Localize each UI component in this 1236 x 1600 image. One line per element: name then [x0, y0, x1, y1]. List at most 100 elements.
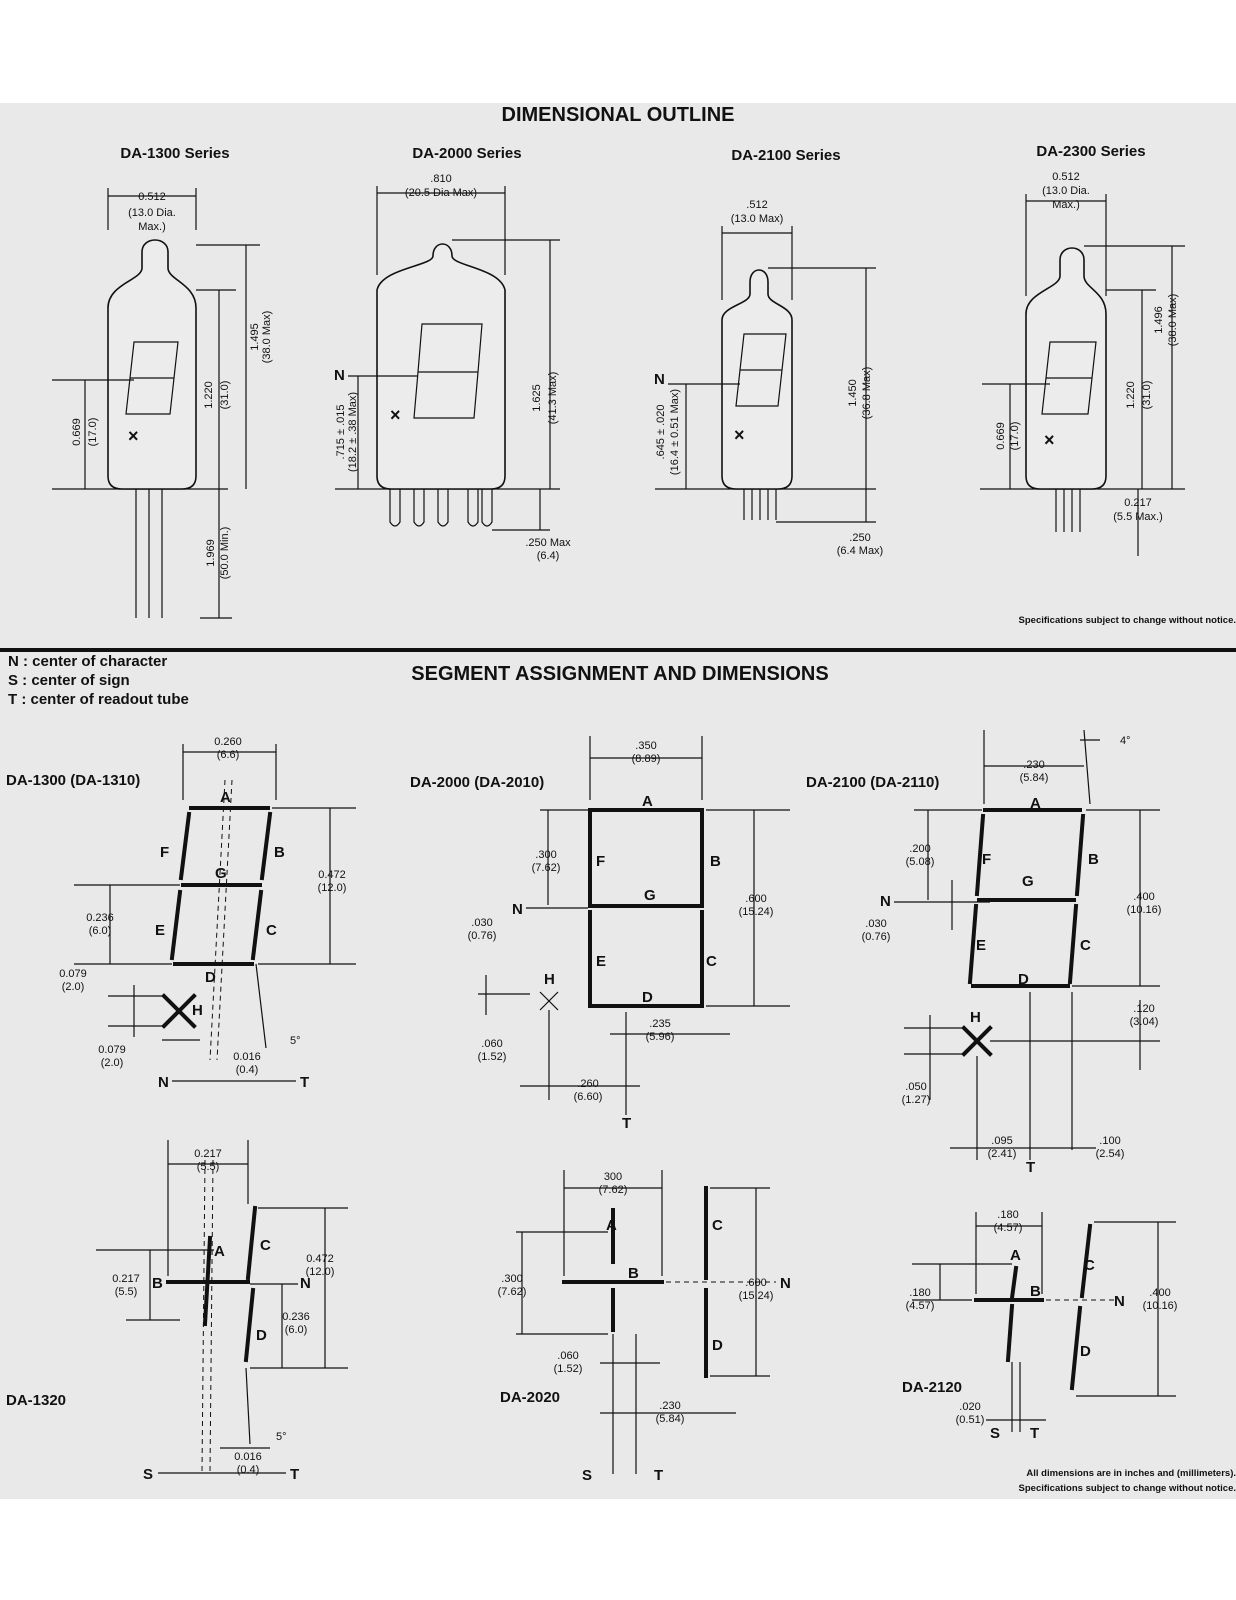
d2100-width-mm: (5.84) [1020, 772, 1049, 784]
da2300-width-mm: (13.0 Dia. [1042, 185, 1090, 197]
seg-label-d: D [1018, 971, 1029, 988]
d2120-height: .400 [1149, 1287, 1170, 1299]
d2020-half: .300 [501, 1273, 522, 1285]
d2100-half: .200 [909, 843, 930, 855]
da2300-body-mm: (31.0) [1141, 381, 1153, 410]
da1300-leads-mm: (50.0 Min.) [219, 527, 231, 580]
seg-label-c: C [1084, 1257, 1095, 1274]
seg-label-b: B [628, 1265, 639, 1282]
d2120-st-mm: (0.51) [956, 1414, 985, 1426]
d2100-half-mm: (5.08) [906, 856, 935, 868]
d2020-n-label: N [780, 1275, 791, 1292]
d2100-hy-mm: (3.04) [1130, 1016, 1159, 1028]
decimal-point-mark: × [734, 425, 745, 445]
d1300-hx-mm: (2.0) [101, 1057, 124, 1069]
da2300-height-mm: (38.0 Max) [1167, 294, 1179, 347]
series-label-da2100: DA-2100 Series [731, 147, 840, 164]
seg-label-b: B [1030, 1283, 1041, 1300]
da1300-tube: × [107, 239, 197, 618]
da2100-height-mm: (36.8 Max) [861, 367, 873, 420]
d1300-width: 0.260 [214, 736, 242, 748]
da1300-body-value: 1.220 [203, 381, 215, 409]
d2000-ht: .260 [577, 1078, 598, 1090]
d2000-gap: .030 [471, 917, 492, 929]
dimensional-outline-title: DIMENSIONAL OUTLINE [502, 104, 735, 126]
d2120-half: .180 [909, 1287, 930, 1299]
series-label-da1300: DA-1300 Series [120, 145, 229, 162]
seg-label-a: A [220, 789, 231, 806]
d2020-t-label: T [654, 1467, 663, 1484]
da2000-pins-mm: (6.4) [537, 550, 560, 562]
decimal-point-mark: × [1044, 430, 1055, 450]
d1320-width-mm: (5.5) [197, 1161, 220, 1173]
da2300-body-value: 1.220 [1125, 381, 1137, 409]
da2300-pins-mm: (5.5 Max.) [1113, 511, 1163, 523]
d2100-width: .230 [1023, 759, 1044, 771]
d2020-gap: .060 [557, 1350, 578, 1362]
legend-s: S : center of sign [8, 672, 130, 689]
da2100-segments [961, 808, 1086, 1057]
d2100-hx-mm: (1.27) [902, 1094, 931, 1106]
decimal-point-mark: × [128, 426, 139, 446]
da2300-width-max: Max.) [1052, 199, 1080, 211]
d1300-n-label: N [158, 1074, 169, 1091]
seg-label-c: C [266, 922, 277, 939]
d1300-off-mm: (0.4) [236, 1064, 259, 1076]
d1300-hy-mm: (2.0) [62, 981, 85, 993]
seg-label-d: D [642, 989, 653, 1006]
seg-label-h: H [192, 1002, 203, 1019]
seg-label-g: G [215, 865, 227, 882]
d2120-width-mm: (4.57) [994, 1222, 1023, 1234]
da2100-width-mm: (13.0 Max) [731, 213, 784, 225]
d1300-half-mm: (6.0) [89, 925, 112, 937]
d2100-t-label: T [1026, 1159, 1035, 1176]
group-label-da2120: DA-2120 [902, 1379, 962, 1396]
seg-label-h: H [970, 1009, 981, 1026]
d2020-s-label: S [582, 1467, 592, 1484]
da2020-segments [562, 1186, 708, 1378]
da2000-segments [539, 808, 704, 1011]
d2120-n-label: N [1114, 1293, 1125, 1310]
da2100-n-value: .645 ± .020 [655, 405, 667, 460]
d1320-n-label: N [300, 1275, 311, 1292]
spec-notice-top: Specifications subject to change without… [1019, 615, 1236, 626]
seg-label-e: E [155, 922, 165, 939]
segment-assignment-title: SEGMENT ASSIGNMENT AND DIMENSIONS [411, 663, 828, 685]
da2000-width-mm: (20.5 Dia Max) [405, 187, 477, 199]
da2100-n-mm: (16.4 ± 0.51 Max) [669, 389, 681, 475]
seg-label-b: B [274, 844, 285, 861]
d2100-height-mm: (10.16) [1127, 904, 1162, 916]
d2020-height: .600 [745, 1277, 766, 1289]
da2000-pins-value: .250 Max [525, 537, 571, 549]
seg-label-a: A [214, 1243, 225, 1260]
d2000-ht-mm: (6.60) [574, 1091, 603, 1103]
d2000-height-mm: (15.24) [739, 906, 774, 918]
decimal-point-mark: × [390, 405, 401, 425]
da2000-n-mm: (18.2 ± .38 Max) [347, 392, 359, 472]
da2300-width-value: 0.512 [1052, 171, 1080, 183]
d2000-half: .300 [535, 849, 556, 861]
d2000-nt-mm: (5.96) [646, 1031, 675, 1043]
d1320-half: 0.236 [282, 1311, 310, 1323]
d2120-t-label: T [1030, 1425, 1039, 1442]
d2000-hy-mm: (1.52) [478, 1051, 507, 1063]
seg-label-f: F [160, 844, 169, 861]
da1300-n-mm: (17.0) [87, 418, 99, 447]
da1300-body-mm: (31.0) [219, 381, 231, 410]
da1300-height-mm: (38.0 Max) [261, 311, 273, 364]
d1300-slant: 5° [290, 1035, 301, 1047]
da2000-n-label: N [334, 367, 345, 384]
d1320-half-mm: (6.0) [285, 1324, 308, 1336]
d1320-t-label: T [290, 1466, 299, 1483]
d1300-hx: 0.079 [98, 1044, 126, 1056]
d1320-off-mm: (0.4) [237, 1464, 260, 1476]
d1320-slant: 5° [276, 1431, 287, 1443]
d2000-n-label: N [512, 901, 523, 918]
d2100-gap-mm: (0.76) [862, 931, 891, 943]
d2100-gap: .030 [865, 918, 886, 930]
da1300-width-value: 0.512 [138, 191, 166, 203]
d2120-st: .020 [959, 1401, 980, 1413]
da2000-height-mm: (41.3 Max) [547, 372, 559, 425]
seg-label-c: C [706, 953, 717, 970]
seg-label-a: A [642, 793, 653, 810]
